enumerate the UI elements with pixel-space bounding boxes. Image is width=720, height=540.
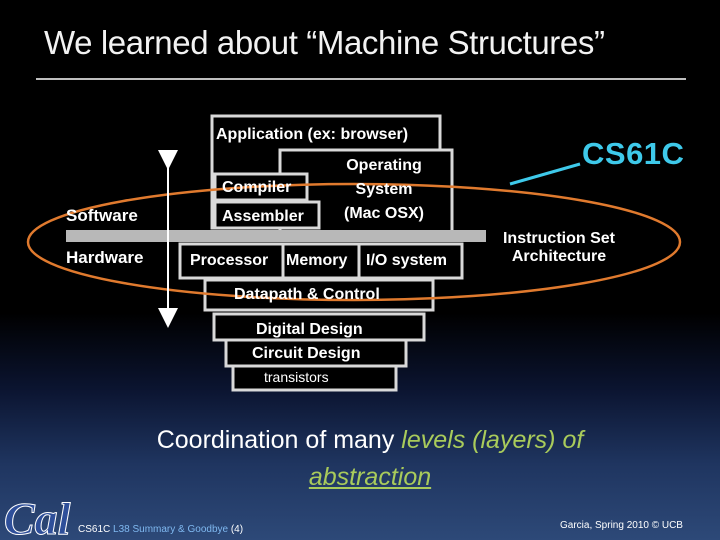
os-label-line3: (Mac OSX) <box>343 205 424 222</box>
software-label: Software <box>66 206 138 225</box>
datapath-label: Datapath & Control <box>234 286 380 303</box>
message-part2: levels (layers) of <box>401 426 584 454</box>
os-label-line1: Operating <box>346 157 422 174</box>
io-system-box <box>357 242 464 280</box>
circuit-design-label: Circuit Design <box>252 345 361 362</box>
os-label: Operating System (Mac OSX) <box>330 154 438 226</box>
application-label: Application (ex: browser) <box>216 126 409 143</box>
circuit-design-box <box>224 338 408 368</box>
cs61c-scope-ellipse <box>26 182 682 302</box>
processor-label: Processor <box>190 252 269 269</box>
cs61c-pointer-line <box>509 162 581 186</box>
footer-course: CS61C L38 Summary & Goodbye (4) <box>78 524 243 535</box>
message-part1: Coordination of many <box>156 426 402 454</box>
hardware-label: Hardware <box>66 248 144 267</box>
footer-course-code: CS61C <box>78 524 114 535</box>
cs61c-label: CS61C <box>582 136 685 171</box>
footer-lecture: L38 Summary & Goodbye <box>113 524 229 535</box>
isa-label-line1: Instruction Set <box>502 230 615 247</box>
digital-design-box <box>212 312 426 342</box>
io-system-label: I/O system <box>366 252 447 269</box>
message-part3: abstraction <box>308 463 432 491</box>
cal-logo-text: Cal <box>4 493 71 540</box>
transistors-label: transistors <box>264 369 329 385</box>
cal-logo: Cal <box>4 493 72 540</box>
coordination-message: Coordination of many levels (layers) of … <box>100 422 640 496</box>
transistors-box <box>231 364 398 392</box>
footer-credit: Garcia, Spring 2010 © UCB <box>560 520 683 531</box>
isa-label-line2: Architecture <box>511 248 607 265</box>
isa-boundary-band <box>66 230 486 242</box>
datapath-box <box>203 278 435 312</box>
os-label-line2: System <box>355 181 413 198</box>
assembler-label: Assembler <box>222 208 304 225</box>
title-divider <box>36 78 686 80</box>
isa-label: Instruction Set Architecture <box>490 230 628 266</box>
footer-page: (4) <box>228 524 244 535</box>
slide-title: We learned about “Machine Structures” <box>44 24 605 61</box>
compiler-label: Compiler <box>222 179 292 196</box>
assembler-box <box>213 200 321 230</box>
digital-design-label: Digital Design <box>256 321 363 338</box>
memory-label: Memory <box>286 252 348 269</box>
